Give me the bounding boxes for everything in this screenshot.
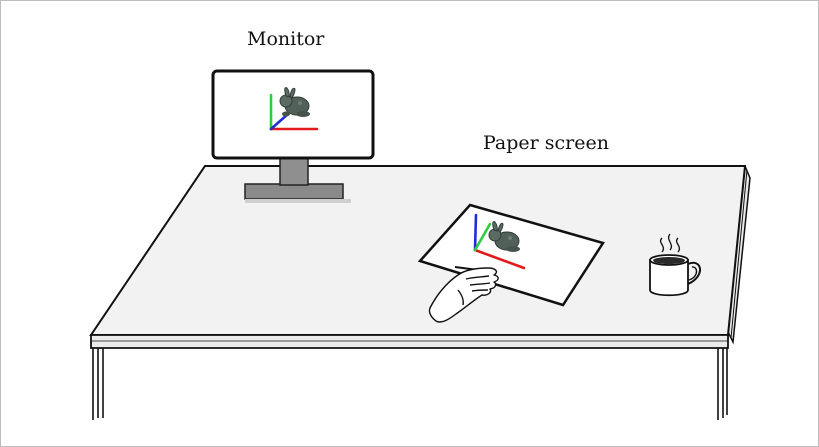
monitor-stand-neck	[279, 157, 309, 186]
bunny-model	[488, 221, 520, 252]
paper-sheet	[417, 203, 605, 307]
hand-holding-pen	[428, 266, 499, 323]
coordinate-axes	[269, 93, 319, 131]
steam	[659, 237, 665, 253]
monitor-label: Monitor	[247, 28, 325, 50]
paper-screen-label: Paper screen	[483, 132, 609, 154]
table-top	[89, 165, 747, 336]
table	[89, 165, 751, 420]
table-leg-left	[92, 348, 104, 420]
monitor-stand-base	[244, 183, 344, 200]
coordinate-axes	[473, 213, 526, 270]
coffee-mug	[649, 233, 701, 297]
bunny-model	[279, 87, 310, 117]
table-front-edge	[90, 334, 729, 349]
table-leg-right	[717, 348, 728, 420]
monitor	[211, 69, 375, 203]
